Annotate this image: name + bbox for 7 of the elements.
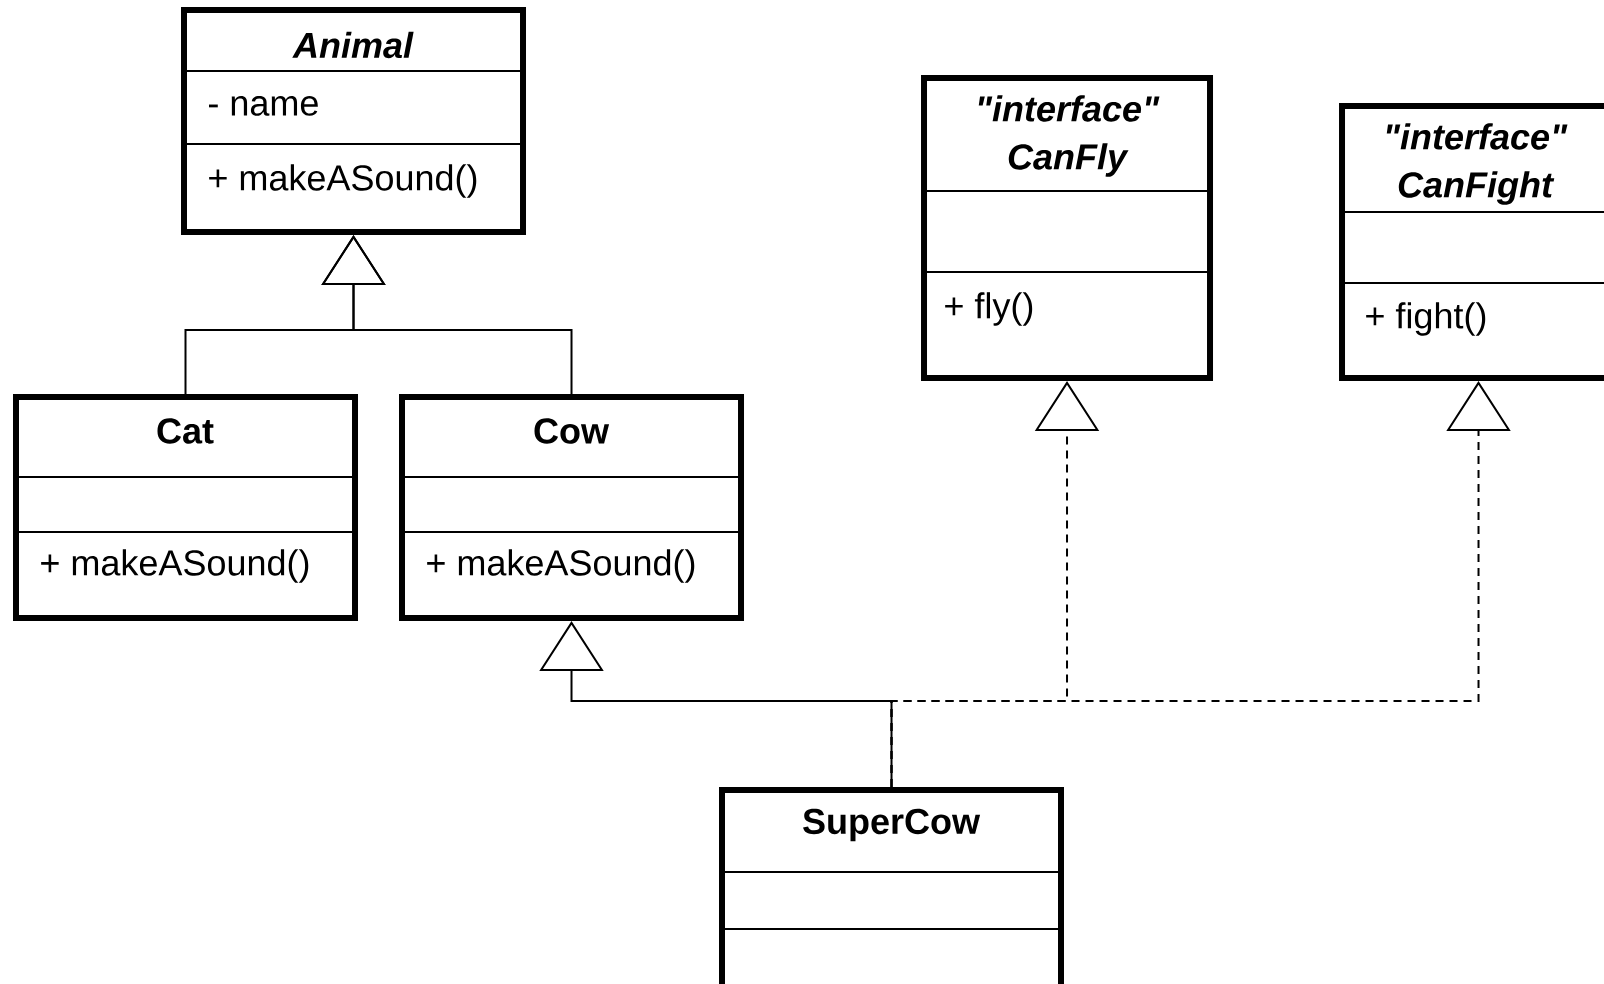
class-box: SuperCow <box>719 787 1064 984</box>
inheritance-arrow <box>321 235 573 395</box>
class-box: Cat + makeASound() <box>13 394 358 621</box>
class-box: "interface" CanFly + fly() <box>921 75 1213 381</box>
class-box: Cow + makeASound() <box>399 394 744 621</box>
class-box: "interface" CanFight + fight() <box>1339 103 1604 381</box>
class-box: Animal - name + makeASound() <box>181 7 526 235</box>
